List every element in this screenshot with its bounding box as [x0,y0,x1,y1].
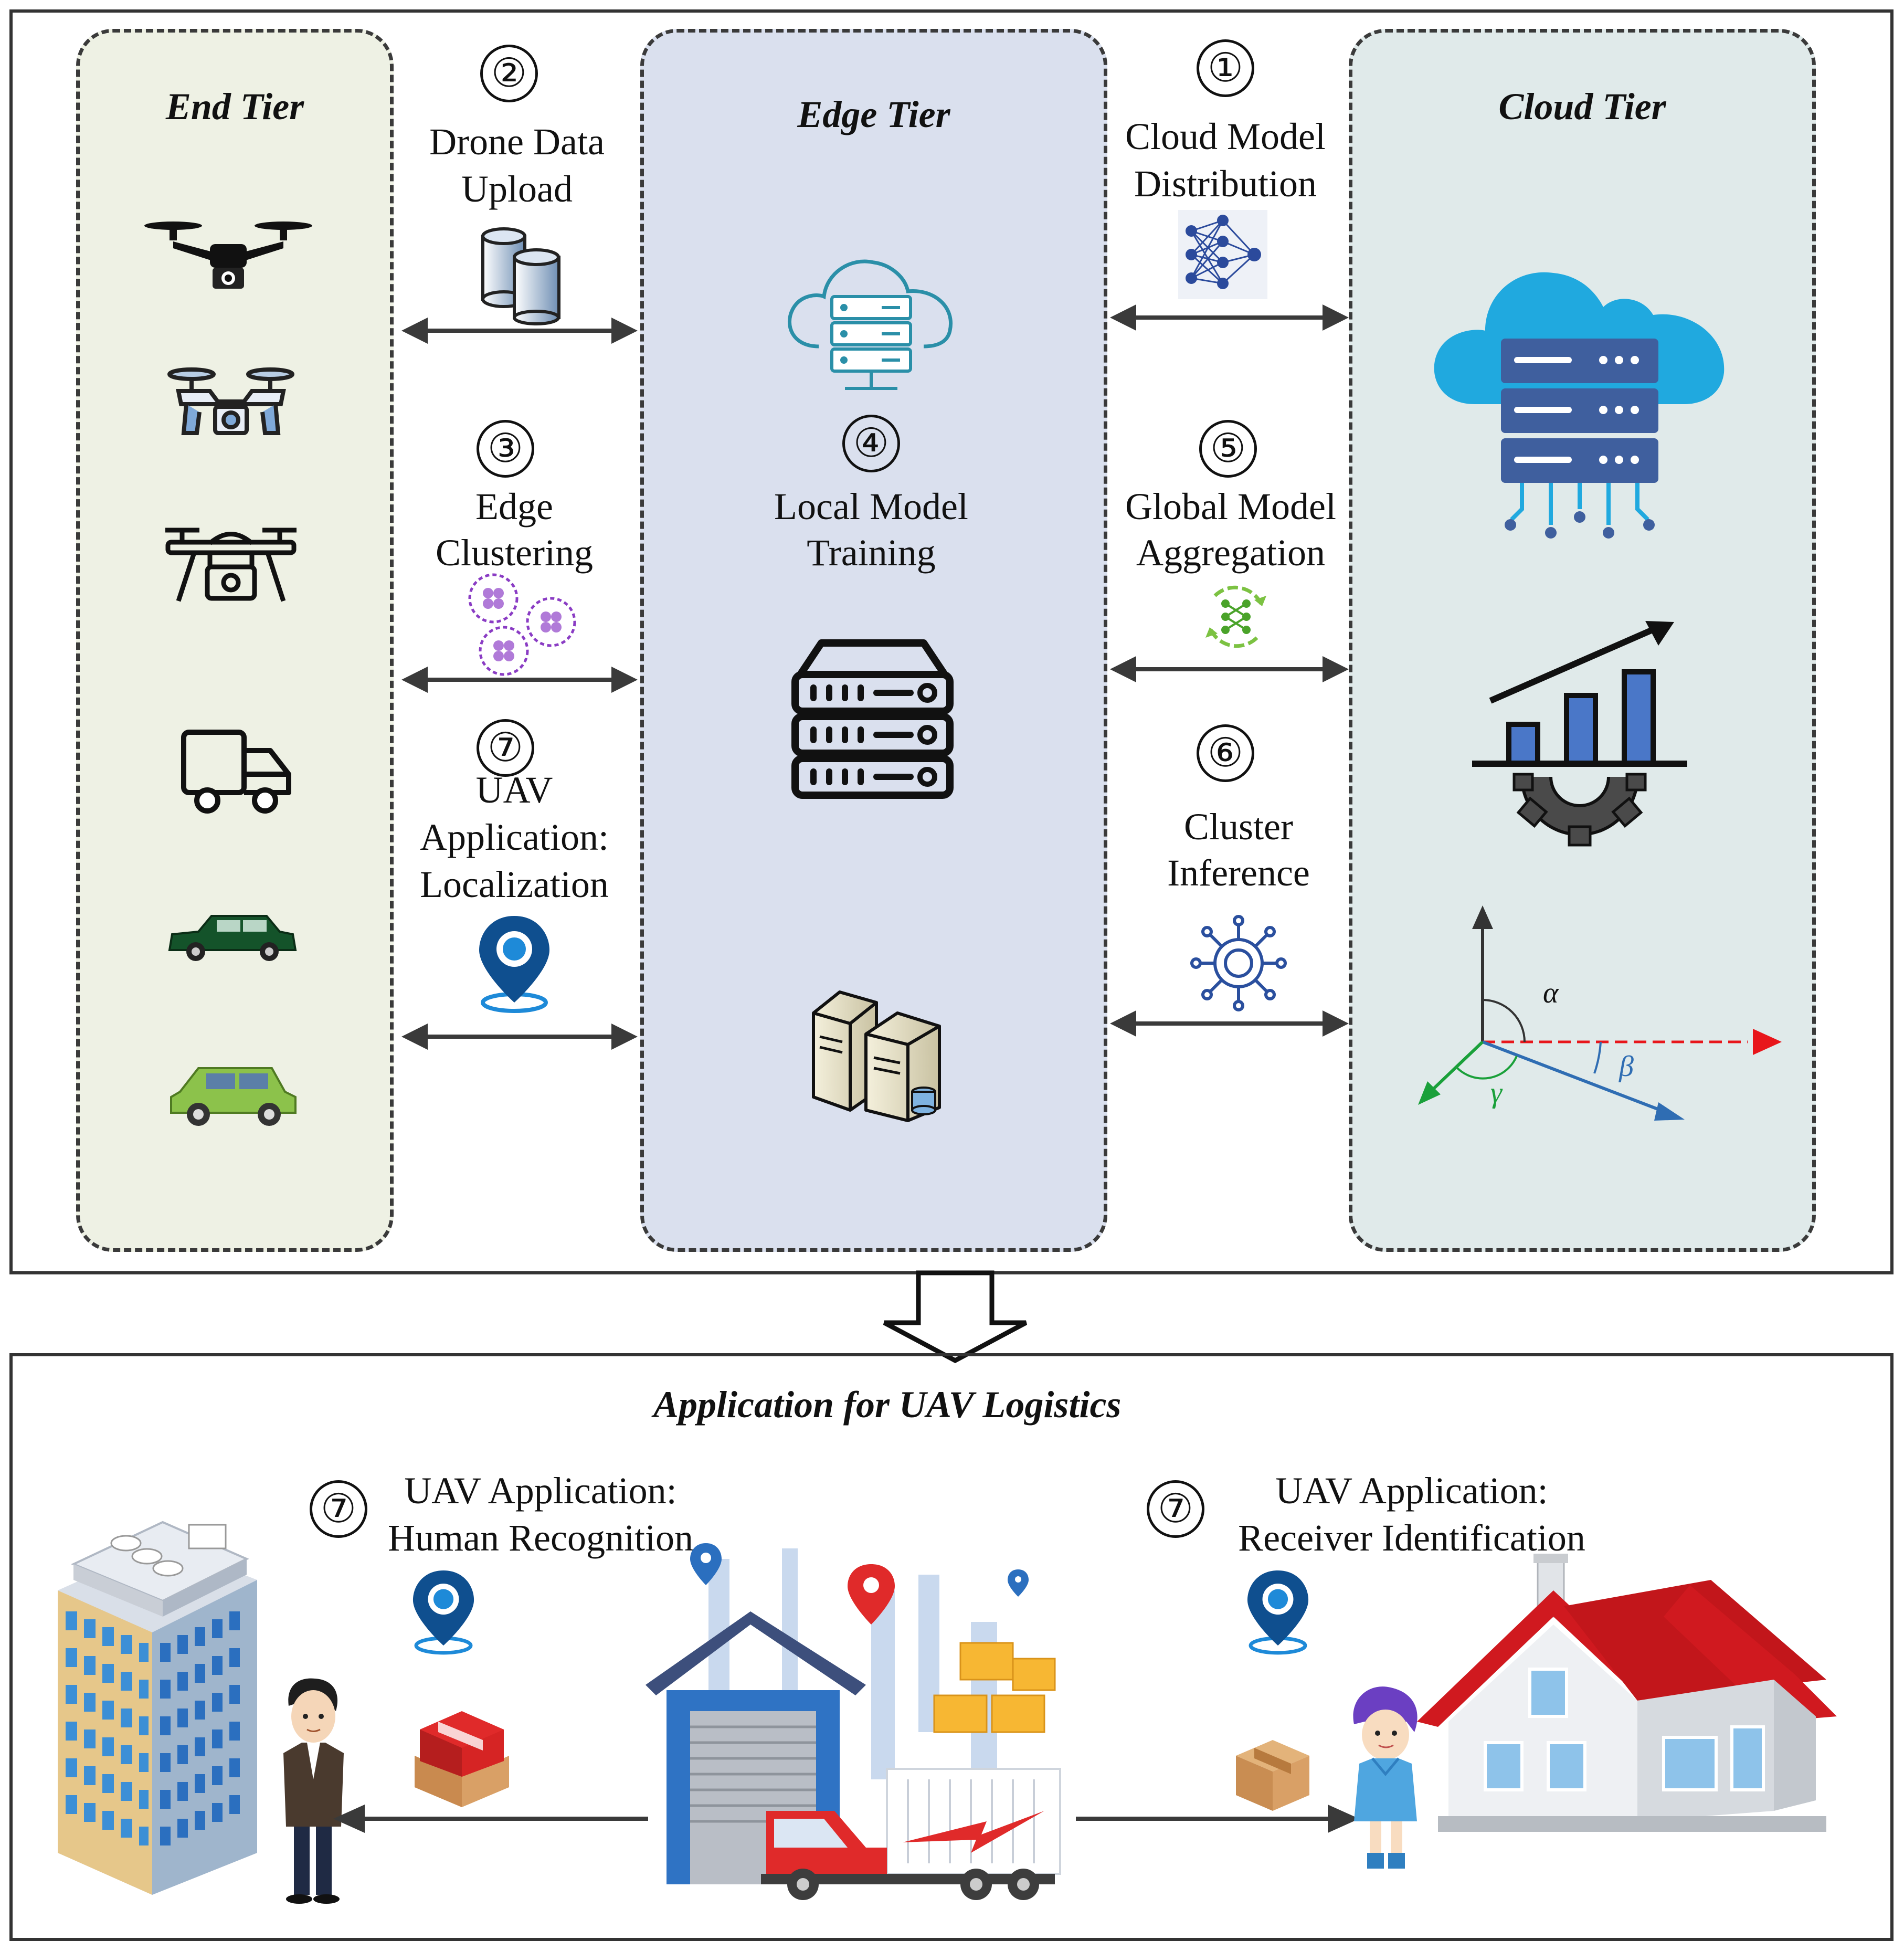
step-2-label-line1: Drone Data [429,121,605,163]
arrow-end-edge-2 [401,667,638,693]
step-1-label-line2: Distribution [1134,163,1317,205]
inference-icon [1190,915,1287,1011]
bar-chart-gear-icon [1472,621,1687,847]
arrow-end-edge-3 [401,1024,638,1050]
end-tier-panel: End Tier [76,29,394,1252]
cardboard-box-icon [1236,1740,1309,1811]
step-7-label-line1: UAV [475,769,553,811]
dark-green-car-icon [168,915,297,961]
arrow-to-receiver [1076,1805,1359,1833]
app-right-label-line1: UAV Application: [1275,1470,1548,1512]
step-1-number: ① [1197,39,1254,97]
step-6-label-line2: Inference [1167,852,1310,894]
step-6-number: ⑥ [1197,724,1254,782]
step-4-label-line1: Local Model [774,486,968,528]
beta-label: β [1619,1050,1634,1083]
step-2-label-line2: Upload [461,168,573,210]
green-car-icon [170,1067,297,1126]
step-3-label-line1: Edge [475,486,553,528]
arrow-to-human [333,1805,648,1833]
app-left-location-pin-icon [412,1570,474,1655]
app-right-number: ⑦ [1147,1480,1204,1538]
edge-tier-title: Edge Tier [797,93,950,135]
gamma-label: γ [1490,1077,1503,1109]
cloud-datacenter-icon [1434,272,1725,539]
neural-network-icon [1178,210,1267,299]
step-1-label-line1: Cloud Model [1125,115,1326,157]
server-towers-icon [812,990,941,1122]
aggregation-icon [1205,585,1266,648]
delivery-drone-icon [165,528,297,602]
clusters-icon [468,573,576,676]
step-4-number: ④ [842,415,900,472]
child-receiver-icon [1353,1686,1418,1869]
arrow-edge-cloud-3 [1110,1010,1349,1037]
server-rack-icon [791,639,954,799]
office-building-icon [58,1521,257,1895]
application-title: Application for UAV Logistics [653,1384,1122,1426]
truck-icon [181,730,291,814]
step-3-label-line2: Clustering [436,532,593,574]
alpha-label: α [1543,977,1559,1009]
arrow-end-edge-1 [401,318,638,344]
step-5-number: ⑤ [1199,420,1257,478]
cloud-tier-panel: Cloud Tier [1349,29,1816,1252]
down-hollow-arrow [883,1270,1028,1364]
application-frame [9,1353,1894,1941]
man-recipient-icon [283,1678,344,1904]
step-5-label-line1: Global Model [1125,486,1336,528]
quadcopter-drone-icon [144,222,312,289]
arrow-edge-cloud-2 [1110,656,1349,682]
app-left-label-line2: Human Recognition [388,1517,693,1559]
3d-axes-icon: α β γ [1418,905,1782,1121]
step-4-label-line2: Training [807,532,936,574]
end-tier-title: End Tier [165,86,304,128]
app-right-label-line2: Receiver Identification [1238,1517,1585,1559]
step-5-label-line2: Aggregation [1136,532,1325,574]
step-3-number: ③ [477,420,534,478]
app-left-label-line1: UAV Application: [404,1470,677,1512]
step-2-number: ② [480,45,538,102]
database-icon [481,227,560,325]
step-7-number: ⑦ [477,719,534,777]
camera-drone-icon [167,367,294,435]
step-7-label-line3: Localization [420,863,609,905]
arrow-edge-cloud-1 [1110,304,1349,331]
cloud-tier-title: Cloud Tier [1498,86,1666,128]
red-package-icon [415,1711,509,1807]
house-icon [1417,1554,1837,1832]
app-right-location-pin-icon [1247,1570,1309,1655]
app-left-number: ⑦ [310,1480,367,1538]
warehouse-truck-scene-icon [646,1543,1061,1900]
location-pin-icon [479,916,549,1013]
step-6-label-line1: Cluster [1184,806,1293,848]
step-7-label-line2: Application: [420,816,609,858]
cloud-server-icon [787,259,953,390]
